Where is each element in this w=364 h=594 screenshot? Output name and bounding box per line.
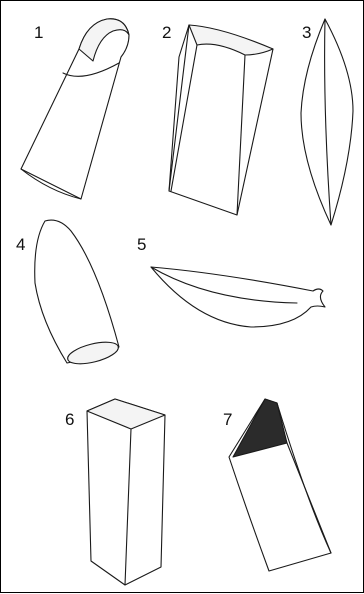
shape-1: [21, 19, 129, 199]
shape-5: [151, 267, 325, 327]
shape-6: [87, 399, 165, 585]
shape-4: [35, 220, 121, 368]
shape-3: [301, 19, 353, 225]
shape-7: [229, 399, 331, 571]
shape-2: [169, 25, 273, 215]
